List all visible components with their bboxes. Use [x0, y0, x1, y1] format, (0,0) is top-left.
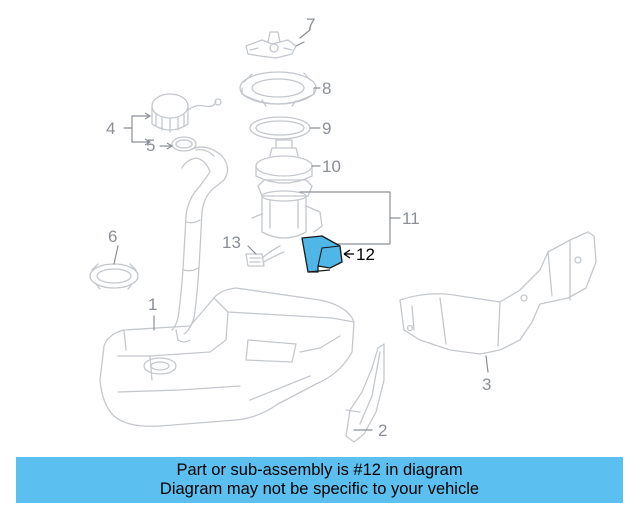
part-12-highlighted-bracket[interactable] [301, 235, 354, 273]
parts-diagram [89, 29, 597, 443]
callout-9[interactable]: 9 [322, 119, 332, 138]
callout-10[interactable]: 10 [322, 157, 341, 176]
callout-1[interactable]: 1 [148, 295, 158, 314]
banner-line-disclaimer: Diagram may not be specific to your vehi… [159, 480, 480, 498]
callout-4[interactable]: 4 [106, 119, 116, 138]
part-9-seal [249, 116, 311, 140]
callout-8[interactable]: 8 [322, 79, 332, 98]
info-banner: Part or sub-assembly is #12 in diagram D… [16, 457, 623, 503]
part-10-flange [255, 139, 313, 184]
callout-7[interactable]: 7 [306, 15, 316, 34]
part-1-filler-neck [171, 146, 229, 335]
leader-lines [113, 29, 489, 431]
callout-13[interactable]: 13 [222, 233, 241, 252]
callout-2[interactable]: 2 [378, 421, 388, 440]
banner-line-part-number: Part or sub-assembly is #12 in diagram [176, 461, 463, 479]
part-3-heat-shield [399, 231, 597, 355]
callout-5[interactable]: 5 [146, 136, 156, 155]
part-2-bracket [345, 343, 385, 443]
callout-11[interactable]: 11 [402, 209, 420, 228]
part-8-lock-ring [239, 71, 317, 107]
part-6-lock-ring [89, 263, 139, 290]
callout-6[interactable]: 6 [108, 227, 118, 246]
callout-3[interactable]: 3 [482, 375, 492, 394]
leader-arrowheads [144, 112, 173, 150]
callout-12[interactable]: 12 [356, 245, 375, 264]
part-5-o-ring [171, 136, 197, 152]
part-11-pump-module [251, 179, 323, 239]
part-13-connector [245, 245, 285, 267]
part-7-sensor [245, 31, 297, 59]
part-4-filler-cap [151, 93, 222, 133]
part-1-fuel-tank [99, 287, 355, 427]
